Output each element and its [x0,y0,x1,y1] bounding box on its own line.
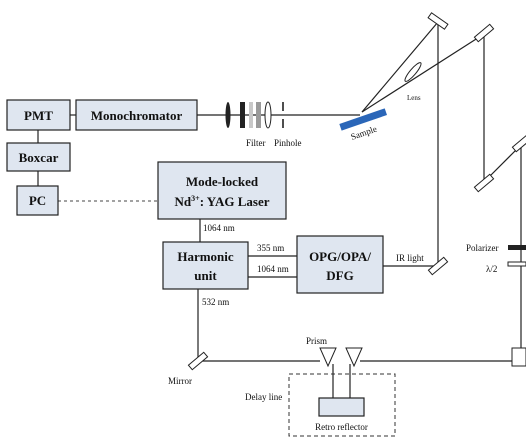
label-1064-mid: 1064 nm [257,264,289,274]
pinhole-label: Pinhole [274,138,302,148]
sample-plate [339,108,387,131]
filter-label: Filter [246,138,266,148]
harmonic-unit-box: Harmonic unit [162,241,249,290]
polarizer [508,245,526,250]
harmonic-label-line2: unit [194,268,217,283]
filter-lens-right [264,101,272,129]
laser-box: Mode-locked Nd3+: YAG Laser [157,161,287,220]
monochromator-box: Monochromator [75,99,198,131]
opg-label-line2: DFG [326,268,353,283]
filter-gray [256,102,261,128]
laser-label-line1: Mode-locked [186,174,259,189]
label-polarizer: Polarizer [466,243,498,253]
label-prism: Prism [306,336,327,346]
label-ir-light: IR light [396,253,424,263]
lens-label: Lens [407,94,421,102]
prism-right [345,347,363,368]
label-half-wave: λ/2 [486,264,497,274]
mirror-ir-top [427,12,449,30]
mirror-visible-mid [473,173,495,193]
filter-light [249,102,253,128]
pmt-label: PMT [24,108,53,123]
ir-to-sample [361,21,439,113]
filter-black [240,102,245,128]
label-delay-line: Delay line [245,392,282,402]
label-mirror: Mirror [168,376,192,386]
label-532: 532 nm [202,297,229,307]
label-355: 355 nm [257,243,284,253]
laser-label-line2: Nd3+: YAG Laser [175,194,270,209]
half-wave-plate [507,261,526,267]
opg-opa-dfg-box: OPG/OPA/ DFG [296,235,384,294]
pc-box: PC [16,185,59,216]
filter-set [225,101,272,129]
mirror-ir-light [427,256,449,276]
right-prism [511,347,526,367]
prism-left [319,347,337,368]
mirror-532 [187,351,209,371]
filter-lens-left [225,102,231,128]
label-retro-reflector: Retro reflector [315,422,368,432]
pmt-box: PMT [6,99,71,131]
label-1064-top: 1064 nm [203,223,235,233]
beam-paths [37,21,522,398]
mirror-visible-top [473,23,495,43]
pc-label: PC [29,193,46,208]
retro-reflector-box [318,397,365,417]
opg-label-line1: OPG/OPA/ [309,249,371,264]
boxcar-box: Boxcar [6,142,71,172]
lens [404,62,422,82]
harmonic-label-line1: Harmonic [177,249,234,264]
visible-to-sample [361,33,485,113]
boxcar-label: Boxcar [19,150,59,165]
delay-line-enclosure [288,373,396,437]
mirror-visible-right [511,133,526,153]
monochromator-label: Monochromator [91,108,183,123]
